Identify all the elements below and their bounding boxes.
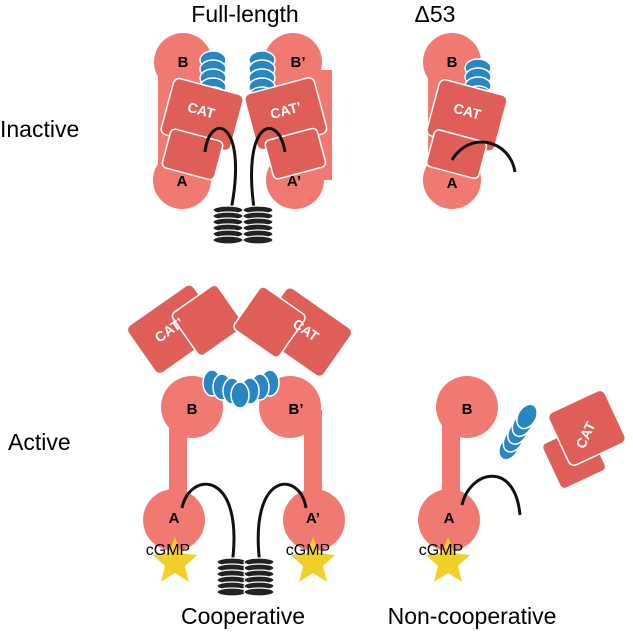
- label-a: A: [444, 510, 455, 527]
- label-a: A: [447, 175, 458, 192]
- label-b: B: [462, 401, 473, 418]
- helix: [498, 403, 538, 461]
- row-label-active: Active: [8, 429, 71, 455]
- inactive-delta53: B CAT A: [423, 33, 517, 209]
- cat-domain: [541, 389, 627, 490]
- row-label-inactive: Inactive: [0, 116, 79, 142]
- label-a: A: [169, 510, 180, 527]
- coil-stack-right: [243, 557, 275, 597]
- domain-b: [436, 376, 498, 438]
- label-b: B: [187, 401, 198, 418]
- label-cgmp: cGMP: [419, 542, 463, 559]
- label-a: A: [177, 173, 188, 190]
- label-a-prime: A’: [287, 173, 301, 190]
- footer-cooperative: Cooperative: [181, 603, 305, 629]
- label-cgmp-left: cGMP: [146, 542, 190, 559]
- cgmp-star-right: [291, 537, 335, 582]
- domain-b-prime: [264, 33, 322, 91]
- label-b: B: [447, 54, 458, 71]
- label-a-prime: A’: [306, 510, 320, 527]
- label-cat: CAT: [452, 100, 483, 123]
- cat-domain: [233, 286, 353, 378]
- header-delta53: Δ53: [415, 1, 456, 27]
- inactive-full-length: B B’ CAT CAT’ A A’: [153, 33, 332, 245]
- cat-prime-domain: [244, 77, 328, 180]
- domain-a-prime: [283, 489, 345, 551]
- header-full-length: Full-length: [191, 1, 298, 27]
- active-cooperative: CAT’ CAT B B’ A A’ cGMP cGMP: [126, 284, 353, 597]
- label-b-prime: B’: [291, 54, 306, 71]
- coil-left: [180, 482, 236, 566]
- label-b-prime: B’: [289, 401, 304, 418]
- coil-left: [203, 126, 238, 216]
- coil-right: [250, 126, 287, 216]
- cgmp-star-left: [153, 537, 197, 582]
- helix-pair: [202, 369, 280, 409]
- domain-a: [143, 489, 205, 551]
- coil: [460, 474, 522, 516]
- cat-prime-domain: [126, 284, 245, 375]
- footer-non-cooperative: Non-cooperative: [388, 603, 557, 629]
- label-cat: CAT: [186, 99, 217, 122]
- coil-stack-left: [216, 557, 248, 597]
- label-cat-prime: CAT’: [268, 98, 303, 122]
- coil: [450, 140, 517, 173]
- domain-a: [418, 489, 480, 551]
- coil-stack-right: [242, 205, 274, 245]
- domain-b: [154, 33, 212, 91]
- coil-stack-left: [212, 205, 244, 245]
- label-b: B: [178, 54, 189, 71]
- coil-right: [256, 482, 308, 566]
- label-cgmp-right: cGMP: [286, 542, 330, 559]
- cgmp-star: [426, 537, 470, 582]
- active-non-cooperative: B CAT A cGMP: [418, 376, 627, 582]
